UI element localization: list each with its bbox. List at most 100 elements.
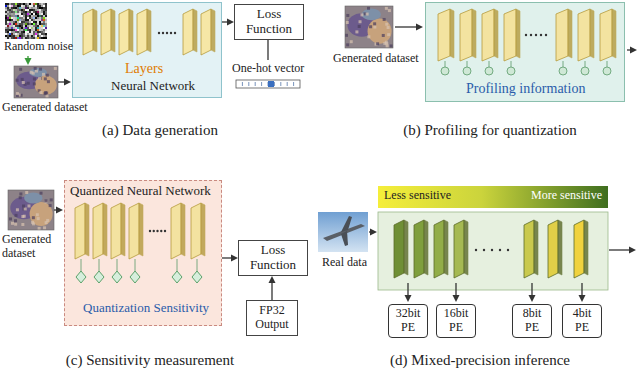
probe-line: [489, 61, 490, 67]
noise-pixel: [23, 3, 25, 5]
image-speck: [358, 25, 361, 28]
noise-pixel: [25, 7, 27, 9]
image-speck: [345, 34, 348, 37]
noise-pixel: [11, 9, 13, 11]
noise-pixel: [33, 7, 35, 9]
noise-pixel: [5, 17, 7, 19]
noise-pixel: [17, 17, 19, 19]
image-speck: [44, 199, 47, 202]
ellipsis-dot: [153, 230, 155, 232]
node-text: Loss Function: [239, 7, 299, 37]
noise-pixel: [11, 23, 13, 25]
node-text: 8bit PE: [517, 307, 547, 335]
noise-pixel: [9, 11, 11, 13]
noise-pixel: [35, 25, 37, 27]
noise-pixel: [27, 29, 29, 31]
ellipsis-dot: [535, 34, 537, 36]
noise-pixel: [15, 3, 17, 5]
noise-pixel: [35, 37, 37, 39]
noise-pixel: [41, 13, 43, 15]
noise-pixel: [13, 29, 15, 31]
image-blob: [29, 68, 47, 77]
input-arrow: [58, 79, 71, 86]
probe-line: [81, 259, 82, 271]
noise-pixel: [31, 29, 33, 31]
noise-pixel: [23, 19, 25, 21]
noise-pixel: [33, 11, 35, 13]
noise-pixel: [7, 21, 9, 23]
noise-pixel: [43, 13, 45, 15]
noise-pixel: [13, 25, 15, 27]
noise-pixel: [9, 35, 11, 37]
vector-tick: [293, 82, 294, 86]
noise-pixel: [35, 23, 37, 25]
node-text: Layers: [125, 61, 163, 77]
noise-pixel: [31, 33, 33, 35]
layer-slab: [482, 9, 494, 61]
noise-pixel: [21, 13, 23, 15]
noise-pixel: [37, 23, 39, 25]
noise-pixel: [29, 9, 31, 11]
image-speck: [38, 77, 41, 80]
arrow-line: [531, 283, 532, 296]
arrow-line: [455, 283, 456, 296]
image-speck: [367, 7, 370, 10]
noise-pixel: [5, 7, 7, 9]
image-speck: [36, 213, 39, 216]
noise-pixel: [33, 35, 35, 37]
node-text: More sensitive: [531, 189, 602, 203]
noise-pixel: [43, 21, 45, 23]
image-speck: [385, 7, 388, 10]
noise-pixel: [27, 15, 29, 17]
noise-pixel: [27, 25, 29, 27]
noise-pixel: [31, 5, 33, 7]
noise-pixel: [25, 3, 27, 5]
noise-pixel: [29, 3, 31, 5]
image-speck: [369, 25, 372, 28]
image-speck: [19, 196, 22, 199]
noise-pixel: [27, 17, 29, 19]
noise-pixel: [43, 17, 45, 19]
noise-pixel: [9, 5, 11, 7]
ellipsis-dot: [158, 32, 160, 34]
image-speck: [387, 26, 390, 29]
noise-pixel: [15, 33, 17, 35]
noise-pixel: [23, 23, 25, 25]
noise-pixel: [45, 27, 47, 29]
noise-pixel: [39, 35, 41, 37]
probe-line: [607, 61, 608, 67]
layer-slab: [548, 220, 558, 278]
image-speck: [27, 82, 30, 85]
noise-pixel: [19, 19, 21, 21]
ellipsis-dot: [162, 32, 164, 34]
ellipsis-dot: [160, 230, 162, 232]
sensitivity-diamond: [192, 271, 202, 283]
layer-side: [516, 9, 520, 58]
noise-pixel: [35, 7, 37, 9]
noise-pixel: [5, 5, 7, 7]
image-blob: [24, 192, 42, 203]
node-text: 32bit PE: [393, 307, 423, 335]
ellipsis-dot: [483, 249, 485, 251]
layer-side: [472, 9, 476, 58]
noise-pixel: [37, 33, 39, 35]
noise-pixel: [39, 37, 41, 39]
image-speck: [21, 223, 24, 226]
noise-pixel: [43, 35, 45, 37]
noise-pixel: [39, 13, 41, 15]
noise-pixel: [41, 11, 43, 13]
noise-pixel: [23, 29, 25, 31]
noise-pixel: [33, 15, 35, 17]
noise-pixel: [35, 33, 37, 35]
figure-label: Generated dataset: [2, 101, 88, 115]
layer-slab: [119, 9, 129, 55]
image-speck: [16, 208, 19, 211]
noise-pixel: [19, 3, 21, 5]
noise-pixel: [45, 31, 47, 33]
noise-pixel: [43, 19, 45, 21]
noise-pixel: [27, 37, 29, 39]
noise-pixel: [41, 15, 43, 17]
probe-line: [197, 259, 198, 271]
arrow-head: [405, 295, 412, 302]
noise-pixel: [15, 7, 17, 9]
